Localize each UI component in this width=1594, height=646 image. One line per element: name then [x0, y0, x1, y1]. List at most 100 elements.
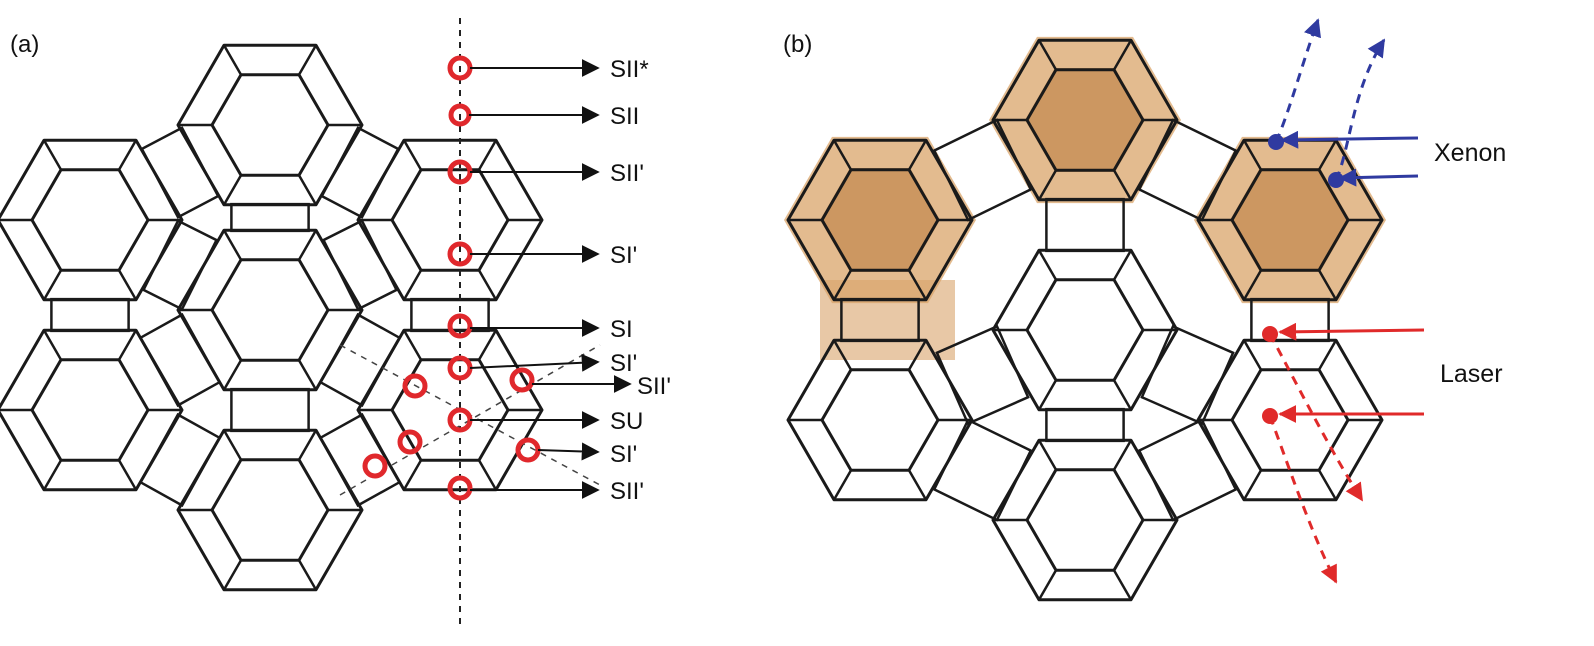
- site-label-9: SI': [610, 441, 637, 468]
- cage-strut-4-1: [907, 469, 928, 501]
- cage-strut-4-4: [42, 329, 63, 361]
- prism-4-6: [932, 418, 1033, 522]
- cage-strut-2-5: [477, 139, 498, 171]
- cage-strut-6-5: [297, 429, 318, 461]
- cage-strut-0-5: [297, 44, 318, 76]
- prism-1-4: [50, 297, 130, 333]
- xenon-outgoing-1: [1274, 18, 1321, 143]
- cage-strut-3-5: [1112, 249, 1133, 281]
- site-label-5: SI: [610, 316, 633, 343]
- panel-b-cages: [786, 38, 1384, 602]
- cage-inner-1: [30, 168, 150, 272]
- xenon-incoming-2: [1338, 168, 1419, 187]
- laser-arrows: [1262, 322, 1425, 584]
- site-marker-left-3: [362, 453, 388, 479]
- cage-strut-1-5: [907, 139, 928, 171]
- laser-atom-2: [1262, 408, 1278, 424]
- cage-strut-4-4: [832, 339, 853, 371]
- cage-inner-6: [210, 458, 330, 562]
- cage-strut-5-2: [402, 459, 423, 491]
- cage-strut-1-5: [117, 139, 138, 171]
- xenon-label: Xenon: [1434, 139, 1506, 167]
- cage-strut-0-5: [1112, 39, 1133, 71]
- cage-strut-3-2: [1037, 379, 1058, 411]
- cage-strut-2-4: [1242, 139, 1263, 171]
- cage-strut-5-5: [477, 329, 498, 361]
- cage-strut-4-5: [117, 329, 138, 361]
- cage-strut-6-2: [1037, 569, 1058, 601]
- cage-strut-3-1: [297, 359, 318, 391]
- cage-inner-4: [820, 368, 940, 472]
- site-label-8: SU: [610, 408, 643, 435]
- cage-strut-6-2: [222, 559, 243, 591]
- site-label-10: SII': [610, 478, 644, 505]
- cage-strut-1-1: [117, 269, 138, 301]
- site-marker-sii-prime-right: [509, 367, 535, 393]
- prism-3-6: [230, 387, 310, 433]
- laser-label: Laser: [1440, 360, 1503, 388]
- cage-strut-1-4: [42, 139, 63, 171]
- xenon-incoming-1: [1280, 130, 1419, 149]
- site-marker-left-1: [402, 373, 428, 399]
- site-label-6: SI': [610, 350, 637, 377]
- cage-strut-3-2: [222, 359, 243, 391]
- cage-strut-6-1: [1112, 569, 1133, 601]
- cage-strut-0-1: [297, 174, 318, 206]
- cage-strut-4-2: [42, 459, 63, 491]
- cage-strut-2-1: [1317, 269, 1338, 301]
- shaded-cage-core-1: [820, 168, 940, 272]
- cage-strut-5-1: [1317, 469, 1338, 501]
- cage-strut-5-4: [1242, 339, 1263, 371]
- cage-strut-5-4: [402, 329, 423, 361]
- prism-2-3: [321, 219, 399, 311]
- cage-inner-3: [1025, 278, 1145, 382]
- shaded-cage-core-2: [1230, 168, 1350, 272]
- cage-strut-1-1: [907, 269, 928, 301]
- cage-inner-5: [1230, 368, 1350, 472]
- xenon-outgoing-2: [1334, 38, 1386, 181]
- cage-strut-0-1: [1112, 169, 1133, 201]
- site-label-3: SII': [610, 160, 644, 187]
- cage-inner-3: [210, 258, 330, 362]
- cage-strut-6-5: [1112, 439, 1133, 471]
- cage-strut-2-5: [1317, 139, 1338, 171]
- arrow-si-prime-mid: [469, 353, 600, 372]
- site-label-2: SII: [610, 103, 639, 130]
- cage-strut-4-5: [907, 339, 928, 371]
- cage-strut-6-4: [1037, 439, 1058, 471]
- cage-strut-2-4: [402, 139, 423, 171]
- prism-0-1: [140, 126, 220, 219]
- xenon-atom-1: [1268, 134, 1284, 150]
- cage-strut-5-5: [1317, 339, 1338, 371]
- cage-inner-4: [30, 358, 150, 462]
- cage-strut-6-4: [222, 429, 243, 461]
- prism-0-1: [932, 118, 1033, 222]
- cage-strut-3-5: [297, 229, 318, 261]
- arrow-si-prime-right: [537, 442, 600, 461]
- site-marker-sii-prime-bottom: [447, 475, 473, 501]
- cage-inner-6: [1025, 468, 1145, 572]
- cage-strut-1-2: [42, 269, 63, 301]
- site-marker-si: [447, 313, 473, 339]
- cage-strut-5-2: [1242, 469, 1263, 501]
- cage-strut-1-2: [832, 269, 853, 301]
- site-label-4: SI': [610, 242, 637, 269]
- cage-strut-6-1: [297, 559, 318, 591]
- panel-a-cages: [0, 43, 544, 592]
- cage-strut-2-2: [1242, 269, 1263, 301]
- laser-outgoing-1: [1268, 333, 1364, 502]
- panel-a-label: (a): [10, 31, 39, 58]
- prism-3-5: [1140, 324, 1235, 426]
- cage-strut-0-2: [1037, 169, 1058, 201]
- prism-5-6: [318, 412, 402, 508]
- cage-strut-3-1: [1112, 379, 1133, 411]
- cage-strut-0-2: [222, 174, 243, 206]
- laser-incoming-1: [1278, 322, 1425, 341]
- xenon-atom-2: [1328, 172, 1344, 188]
- prism-0-3: [1045, 197, 1125, 253]
- laser-atom-1: [1262, 326, 1278, 342]
- cage-strut-5-1: [477, 459, 498, 491]
- panel-b-framework: (b) Xenon Laser: [783, 18, 1506, 602]
